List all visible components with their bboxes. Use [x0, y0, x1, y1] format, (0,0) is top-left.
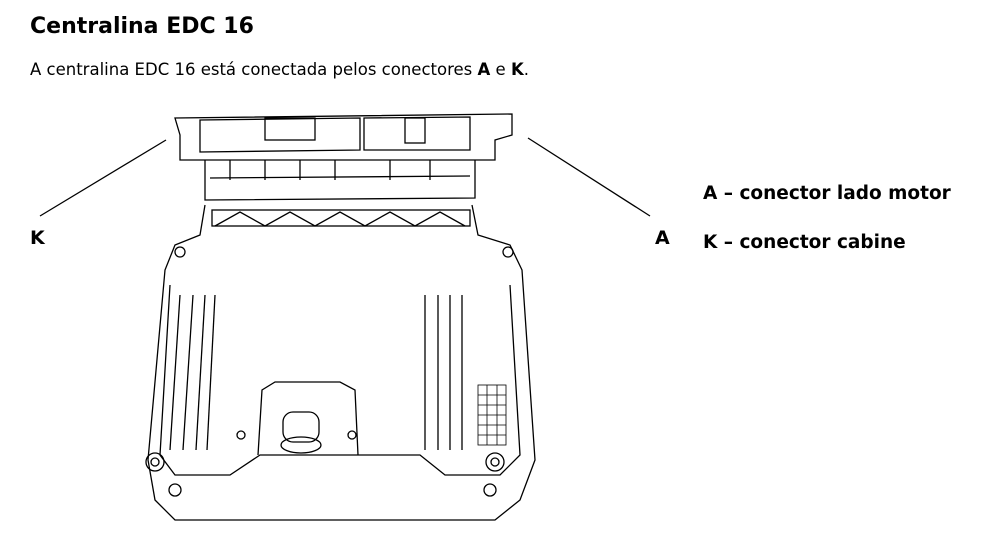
- ecu-housing: [145, 204, 536, 521]
- intro-paragraph: A centralina EDC 16 está conectada pelos…: [30, 60, 529, 79]
- connector-block: [174, 113, 513, 227]
- label-a: A: [655, 227, 670, 249]
- page-title: Centralina EDC 16: [30, 14, 254, 39]
- intro-text: A centralina EDC 16 está conectada pelos…: [30, 60, 478, 79]
- leader-line-k: [39, 139, 167, 217]
- legend-item-a: A – conector lado motor: [703, 183, 951, 204]
- label-k: K: [30, 227, 45, 249]
- intro-connector-a: A: [477, 60, 491, 79]
- intro-connector-k: K: [510, 60, 524, 79]
- intro-text-middle: e: [490, 60, 511, 79]
- leader-line-a: [527, 137, 651, 217]
- intro-text-end: .: [523, 60, 529, 79]
- legend-item-k: K – conector cabine: [703, 232, 906, 253]
